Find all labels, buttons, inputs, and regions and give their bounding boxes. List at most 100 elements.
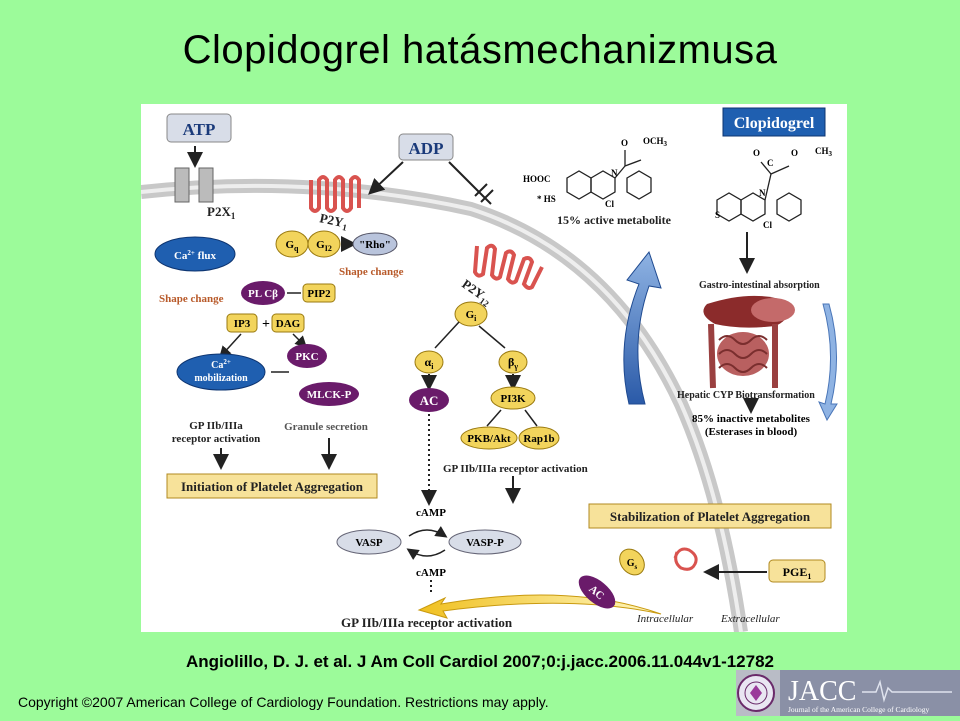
- svg-text:MLCK-P: MLCK-P: [307, 389, 352, 401]
- svg-text:O: O: [791, 148, 798, 158]
- plcb-oval: PL Cβ: [241, 281, 285, 305]
- blue-upward-arrow: [623, 250, 662, 405]
- svg-text:DAG: DAG: [276, 318, 301, 330]
- svg-text:"Rho": "Rho": [359, 239, 391, 251]
- initiation-box: Initiation of Platelet Aggregation: [166, 473, 378, 499]
- svg-text:O: O: [753, 148, 760, 158]
- pip2-box: PIP2: [302, 283, 336, 303]
- gi-absorption-label: Gastro-intestinal absorption: [699, 280, 820, 291]
- p2y1-receptor: P2Y1: [309, 175, 361, 233]
- svg-text:HOOC: HOOC: [523, 174, 551, 184]
- ca-flux-oval: Ca2+ flux: [154, 236, 236, 272]
- svg-text:PKB/Akt: PKB/Akt: [467, 433, 511, 445]
- vasp-p-oval: VASP-P: [448, 529, 522, 555]
- svg-text:PGE1: PGE1: [783, 565, 812, 581]
- svg-text:Ca2+: Ca2+: [211, 358, 231, 371]
- svg-text:IP3: IP3: [234, 318, 251, 330]
- svg-text:Gi: Gi: [466, 309, 478, 323]
- pkb-oval: PKB/Akt: [460, 426, 518, 450]
- svg-text:Cl: Cl: [763, 220, 772, 230]
- svg-text:PIP2: PIP2: [307, 288, 331, 300]
- svg-text:GI2: GI2: [316, 239, 332, 253]
- gp-activation-bottom: GP IIb/IIIa receptor activation: [341, 615, 513, 630]
- gs-oval: Gs: [619, 548, 645, 576]
- svg-text:mobilization: mobilization: [194, 373, 248, 384]
- adp-label: ADP: [409, 139, 444, 158]
- jacc-logo-text: JACC: [788, 676, 856, 707]
- ac2-oval: AC: [578, 575, 616, 609]
- pi3k-oval: PI3K: [490, 386, 536, 410]
- gq-oval: Gq: [275, 230, 309, 258]
- active-metabolite-structure: [566, 150, 652, 200]
- gi-oval: Gi: [454, 301, 488, 327]
- svg-text:N: N: [611, 168, 618, 178]
- svg-text:Cl: Cl: [605, 199, 614, 209]
- clopidogrel-box: Clopidogrel: [722, 107, 826, 137]
- stabilization-box: Stabilization of Platelet Aggregation: [588, 503, 832, 529]
- atp-label: ATP: [183, 120, 216, 139]
- gp-activation-left-1: GP IIb/IIIa: [189, 420, 243, 432]
- intracellular-label: Intracellular: [636, 613, 694, 625]
- svg-text:Rap1b: Rap1b: [523, 433, 554, 445]
- svg-text:P2Y1: P2Y1: [318, 210, 350, 233]
- vasp-oval: VASP: [336, 529, 402, 555]
- svg-text:S: S: [715, 210, 720, 220]
- svg-text:CH3: CH3: [815, 146, 833, 158]
- shape-change-left: Shape change: [159, 293, 224, 305]
- cell-membrane: [140, 178, 748, 634]
- beta-oval: βγ: [498, 350, 528, 374]
- camp-top: cAMP: [416, 507, 446, 519]
- inactive-metabolites-1: 85% inactive metabolites: [692, 413, 811, 425]
- svg-text:PKC: PKC: [295, 351, 318, 363]
- svg-text:αi: αi: [425, 355, 435, 371]
- pge1-box: PGE1: [768, 559, 826, 583]
- granule-secretion: Granule secretion: [284, 421, 368, 433]
- p2x1-sub: 1: [231, 211, 236, 221]
- svg-text:PI3K: PI3K: [500, 393, 526, 405]
- clopidogrel-structure: [716, 161, 802, 222]
- ecg-line: [862, 679, 952, 703]
- svg-text:N: N: [759, 188, 766, 198]
- svg-text:Clopidogrel: Clopidogrel: [734, 115, 815, 132]
- svg-text:C: C: [767, 158, 774, 168]
- svg-text:VASP: VASP: [355, 537, 383, 549]
- svg-text:* HS: * HS: [537, 194, 556, 204]
- svg-text:Gs: Gs: [627, 558, 638, 571]
- svg-text:OCH3: OCH3: [643, 136, 668, 148]
- gp-activation-left-2: receptor activation: [172, 433, 260, 445]
- ac-oval: AC: [409, 388, 449, 412]
- p2x1-channel: P2X1: [174, 146, 236, 221]
- journal-logo-bar: JACC Journal of the American College of …: [736, 670, 960, 716]
- alpha-oval: αi: [414, 350, 444, 374]
- svg-text:Initiation of Platelet Aggrega: Initiation of Platelet Aggregation: [181, 479, 364, 494]
- inactive-metabolites-2: (Esterases in blood): [705, 426, 798, 438]
- gi-organs-illustration: [703, 295, 795, 389]
- svg-text:+: +: [262, 317, 270, 332]
- svg-text:PL Cβ: PL Cβ: [248, 288, 278, 300]
- mechanism-diagram: ATP P2X1 Ca2+ flux Shape change ADP P2Y1…: [140, 104, 847, 634]
- active-metabolite-label: 15% active metabolite: [557, 213, 672, 227]
- acc-seal-logo: [737, 674, 775, 712]
- hepatic-label: Hepatic CYP Biotransformation: [677, 390, 815, 401]
- rho-oval: "Rho": [352, 232, 398, 256]
- svg-text:Gq: Gq: [285, 239, 299, 253]
- svg-text:Ca2+ flux: Ca2+ flux: [174, 249, 217, 262]
- camp-bottom: cAMP: [416, 567, 446, 579]
- mlck-oval: MLCK-P: [299, 382, 359, 406]
- adp-box: ADP: [398, 133, 454, 161]
- svg-text:P2X1: P2X1: [207, 204, 236, 221]
- svg-text:Stabilization of Platelet Aggr: Stabilization of Platelet Aggregation: [610, 509, 811, 524]
- svg-text:O: O: [621, 138, 628, 148]
- journal-subtitle: Journal of the American College of Cardi…: [788, 705, 929, 714]
- p2x1-label: P2X: [207, 204, 231, 219]
- blue-side-arrow: [818, 303, 838, 422]
- ip3-box: IP3: [226, 313, 258, 333]
- ca-mobilization-oval: Ca2+ mobilization: [176, 353, 266, 391]
- dag-box: DAG: [271, 313, 305, 333]
- svg-text:AC: AC: [420, 393, 439, 408]
- gp-activation-right: GP IIb/IIIa receptor activation: [443, 463, 588, 475]
- svg-text:βγ: βγ: [508, 355, 518, 371]
- pkc-oval: PKC: [287, 344, 327, 368]
- slide-title: Clopidogrel hatásmechanizmusa: [182, 28, 778, 72]
- citation-text: Angiolillo, D. J. et al. J Am Coll Cardi…: [185, 652, 775, 671]
